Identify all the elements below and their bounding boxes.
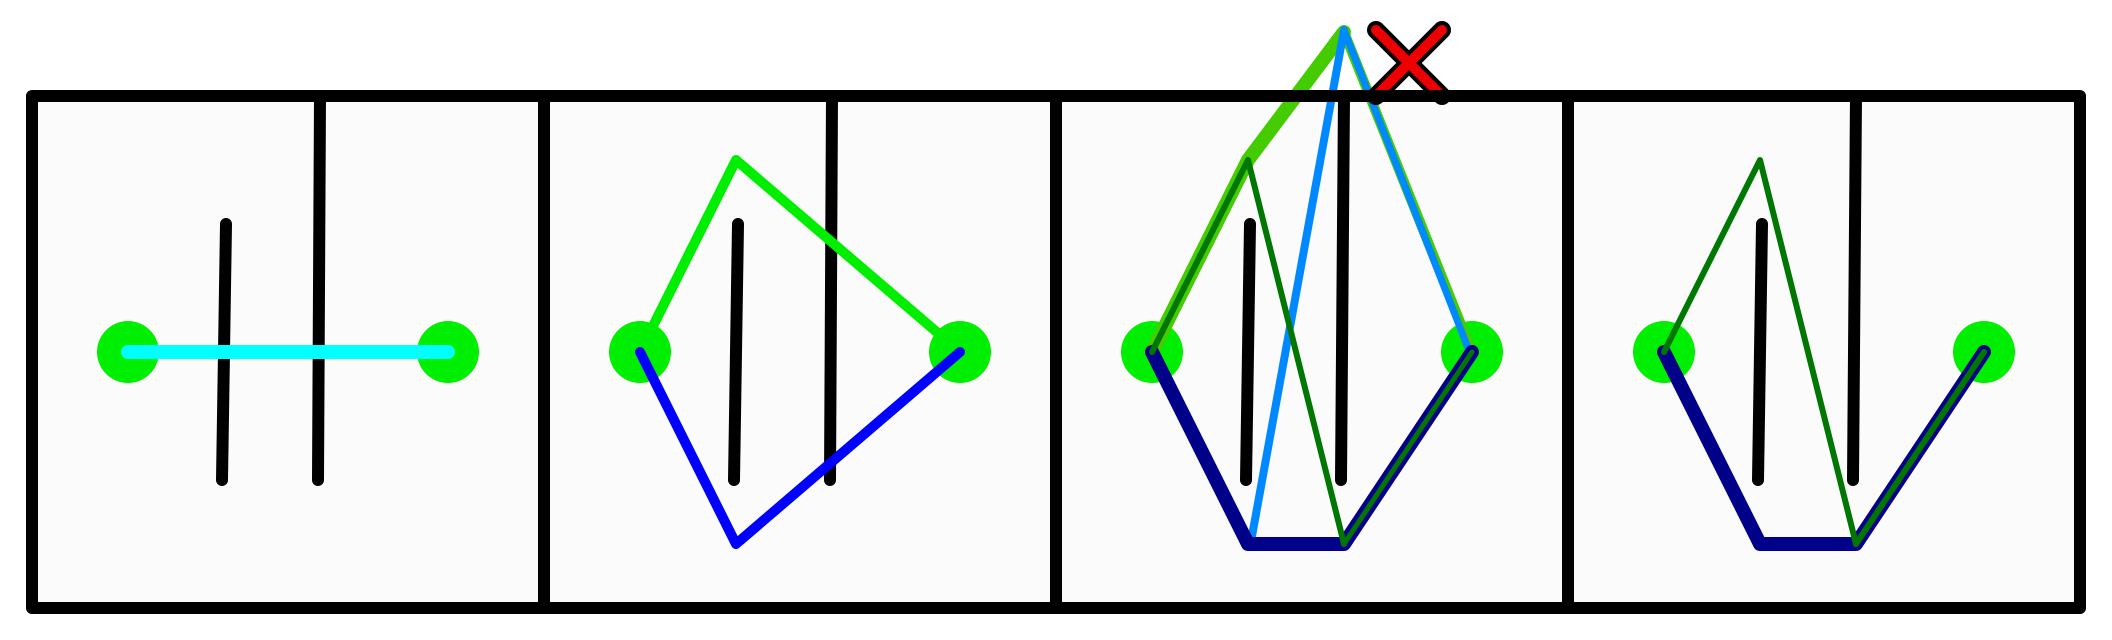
panel-4 bbox=[1633, 90, 2015, 551]
panel-2 bbox=[609, 90, 991, 549]
x-mark-icon bbox=[1367, 21, 1451, 105]
zigzag-path bbox=[1149, 157, 1347, 547]
obstacle-tall bbox=[824, 90, 838, 486]
lower-path bbox=[635, 347, 965, 549]
lower-right-highlight bbox=[1853, 349, 1987, 547]
blue-path-right bbox=[1340, 26, 1472, 352]
obstacle-tall bbox=[1847, 90, 1862, 486]
panel-frames bbox=[26, 90, 2086, 614]
obstacle-short bbox=[1240, 218, 1256, 486]
obstacle-short bbox=[1752, 218, 1768, 486]
obstacle-tall bbox=[312, 90, 326, 486]
obstacle-short bbox=[728, 218, 744, 486]
upper-path bbox=[635, 155, 965, 357]
blue-path-left bbox=[1248, 26, 1348, 540]
panel-1 bbox=[97, 90, 479, 486]
obstacle-tall bbox=[1335, 90, 1350, 486]
panel-3 bbox=[1121, 21, 1503, 551]
zigzag-path bbox=[1661, 157, 1859, 547]
lower-right-highlight bbox=[1341, 349, 1475, 547]
